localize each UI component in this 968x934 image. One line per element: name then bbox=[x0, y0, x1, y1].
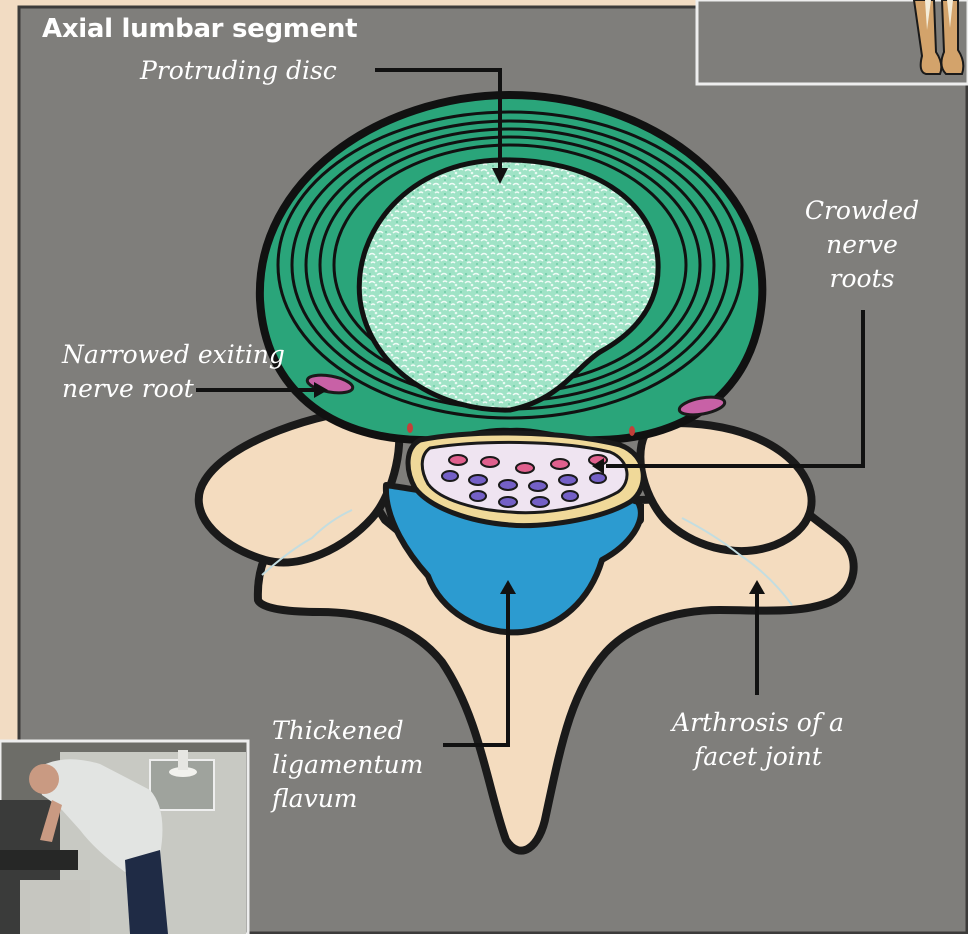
label-thickened-line3: flavum bbox=[272, 782, 423, 816]
man-bending-over-photo bbox=[0, 741, 248, 934]
label-crowded-line1: Crowded bbox=[792, 194, 932, 228]
label-thickened-line2: ligamentum bbox=[272, 748, 423, 782]
label-thickened-line1: Thickened bbox=[272, 714, 423, 748]
label-narrowed-line1: Narrowed exiting bbox=[62, 338, 285, 372]
legs-figure-thumbnail bbox=[697, 0, 968, 84]
label-narrowed-exiting-nerve-root: Narrowed exiting nerve root bbox=[62, 338, 285, 406]
label-crowded-nerve-roots: Crowded nerve roots bbox=[792, 194, 932, 295]
label-protruding-disc: Protruding disc bbox=[140, 54, 337, 88]
label-crowded-line3: roots bbox=[792, 262, 932, 296]
diagram-title: Axial lumbar segment bbox=[42, 14, 357, 44]
label-arthrosis-line1: Arthrosis of a bbox=[648, 706, 868, 740]
label-thickened-ligamentum-flavum: Thickened ligamentum flavum bbox=[272, 714, 423, 815]
label-arthrosis-facet-joint: Arthrosis of a facet joint bbox=[648, 706, 868, 774]
label-arthrosis-line2: facet joint bbox=[648, 740, 868, 774]
label-narrowed-line2: nerve root bbox=[62, 372, 285, 406]
label-crowded-line2: nerve bbox=[792, 228, 932, 262]
